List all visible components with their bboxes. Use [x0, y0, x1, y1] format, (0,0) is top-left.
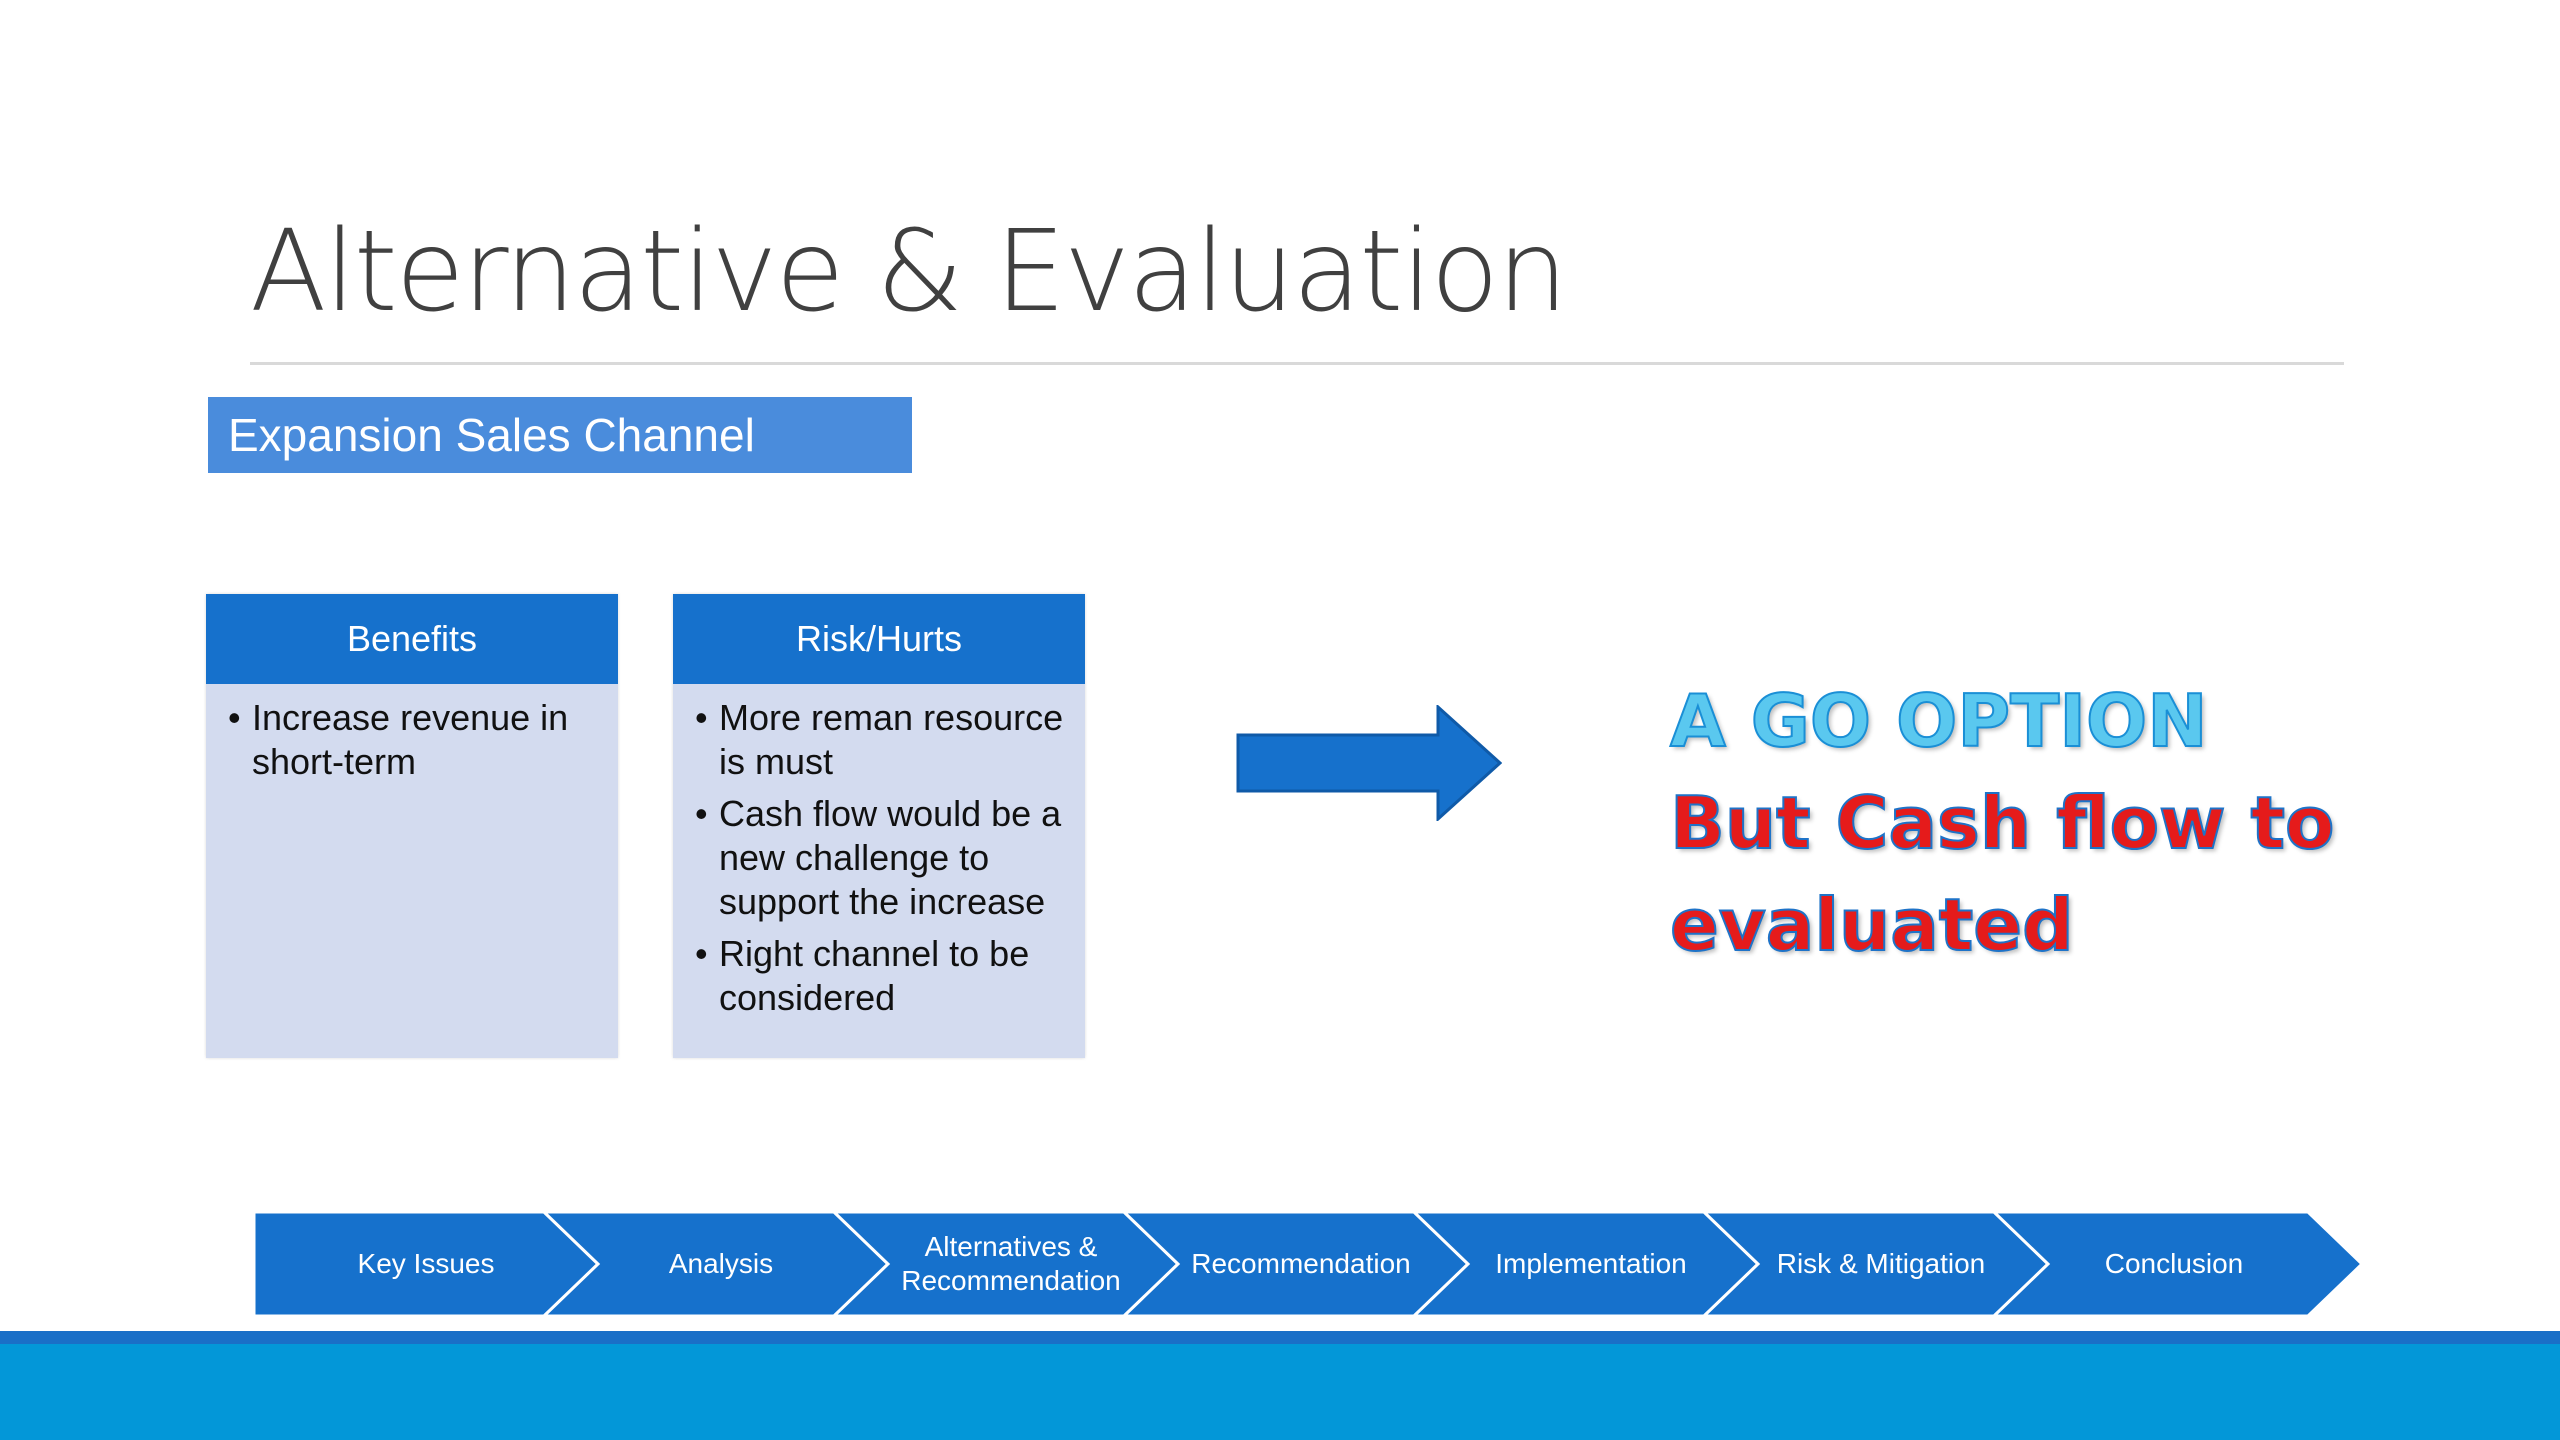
benefits-item: Increase revenue in short-term [228, 696, 602, 784]
slide-title: Alternative & Evaluation [250, 207, 1568, 337]
footer-bar [0, 1331, 2560, 1440]
risks-item: More reman resource is must [695, 696, 1069, 784]
verdict-text: A GO OPTION But Cash flow to evaluated [1669, 670, 2336, 976]
right-arrow-icon [1236, 705, 1502, 821]
benefits-card: Benefits Increase revenue in short-term [206, 594, 618, 1058]
process-nav: Key Issues Analysis Alternatives & Recom… [254, 1212, 2364, 1316]
nav-step-analysis[interactable]: Analysis [668, 1248, 774, 1279]
nav-step-key-issues[interactable]: Key Issues [357, 1248, 495, 1279]
verdict-evaluated: evaluated [1669, 882, 2075, 968]
nav-step-conclusion[interactable]: Conclusion [2104, 1248, 2244, 1279]
nav-step-recommendation[interactable]: Recommendation [1191, 1248, 1411, 1279]
risks-list: More reman resource is must Cash flow wo… [673, 684, 1085, 1020]
verdict-go-option: A GO OPTION [1669, 678, 2209, 764]
title-divider [250, 362, 2344, 365]
benefits-heading: Benefits [206, 594, 618, 684]
risks-item: Cash flow would be a new challenge to su… [695, 792, 1069, 924]
process-nav-chevrons [254, 1212, 2364, 1316]
verdict-cash-flow: But Cash flow to [1669, 780, 2336, 866]
section-label: Expansion Sales Channel [208, 397, 912, 473]
risks-item: Right channel to be considered [695, 932, 1069, 1020]
nav-step-alternatives[interactable]: Alternatives & Recommendation [901, 1231, 1121, 1296]
nav-step-implementation[interactable]: Implementation [1495, 1248, 1687, 1279]
risks-heading: Risk/Hurts [673, 594, 1085, 684]
risks-card: Risk/Hurts More reman resource is must C… [673, 594, 1085, 1058]
benefits-list: Increase revenue in short-term [206, 684, 618, 784]
nav-step-risk-mitigation[interactable]: Risk & Mitigation [1776, 1248, 1986, 1279]
